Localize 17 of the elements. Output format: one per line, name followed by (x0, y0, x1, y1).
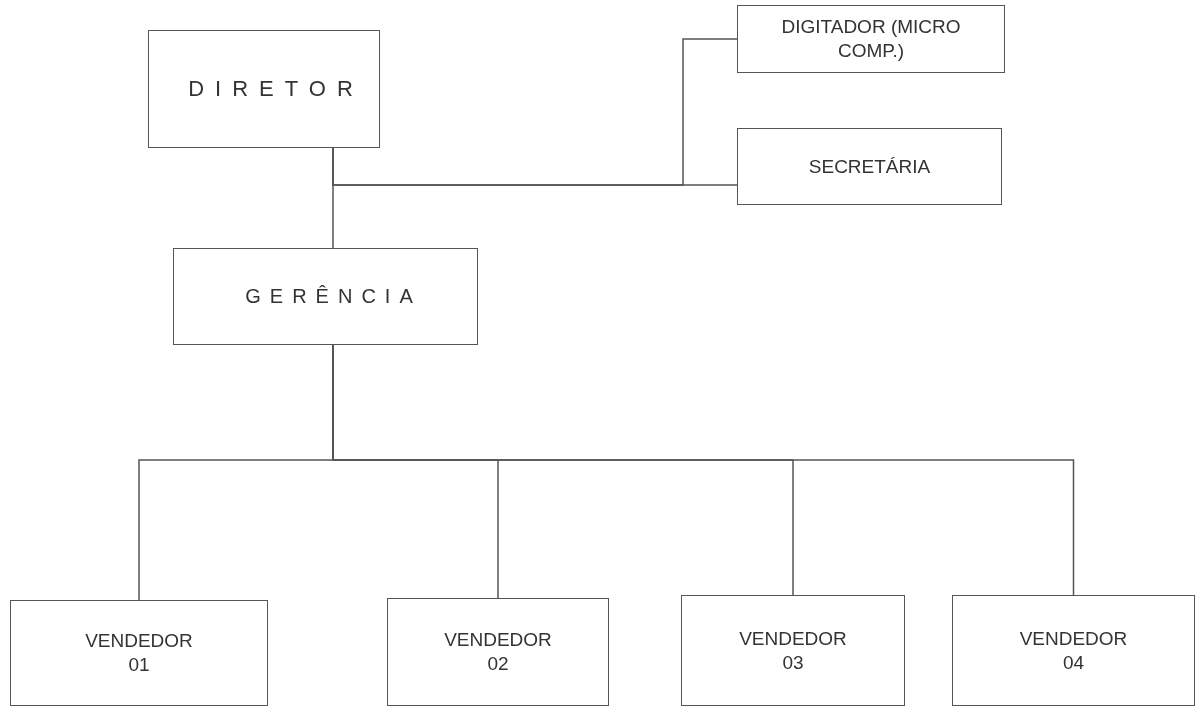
box-label: VENDEDOR 04 (1019, 626, 1128, 675)
org-box (737, 128, 1002, 205)
org-box (10, 600, 268, 706)
box-label: DIGITADOR (MICRO COMP.) (780, 15, 962, 63)
box-label: DIRETOR (187, 75, 364, 103)
box-label: VENDEDOR 01 (85, 629, 193, 677)
org-box (148, 30, 380, 148)
box-label: VENDEDOR 02 (444, 628, 552, 676)
box-label: GERÊNCIA (244, 284, 422, 309)
org-box (173, 248, 478, 345)
box-label: VENDEDOR 03 (739, 626, 847, 675)
org-box (387, 598, 609, 706)
connector-line (332, 38, 738, 186)
box-label: SECRETÁRIA (808, 154, 931, 179)
org-box (952, 595, 1195, 706)
org-box (681, 595, 905, 706)
org-box (737, 5, 1005, 73)
